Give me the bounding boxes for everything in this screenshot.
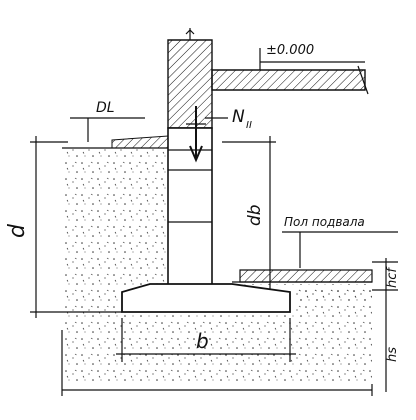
basement-floor-label: Пол подвала xyxy=(284,215,365,229)
foundation-wall xyxy=(167,127,213,287)
dl-label: DL xyxy=(96,100,115,116)
soil-left xyxy=(62,148,168,288)
floor-slab xyxy=(211,69,366,91)
blind-area xyxy=(111,135,169,149)
load-label: N xyxy=(232,107,245,127)
load-subscript: II xyxy=(246,120,252,131)
floor-thickness-label: hcf xyxy=(385,266,400,288)
basement-floor xyxy=(239,269,373,283)
zero-level-label: ±0.000 xyxy=(266,43,314,58)
depth-d-label: d xyxy=(5,223,30,238)
under-footing-label: hs xyxy=(385,347,400,362)
footing-pad xyxy=(121,283,291,313)
footing-width-label: b xyxy=(196,329,209,353)
upper-wall xyxy=(167,39,213,129)
basement-depth-label: db xyxy=(245,204,265,226)
